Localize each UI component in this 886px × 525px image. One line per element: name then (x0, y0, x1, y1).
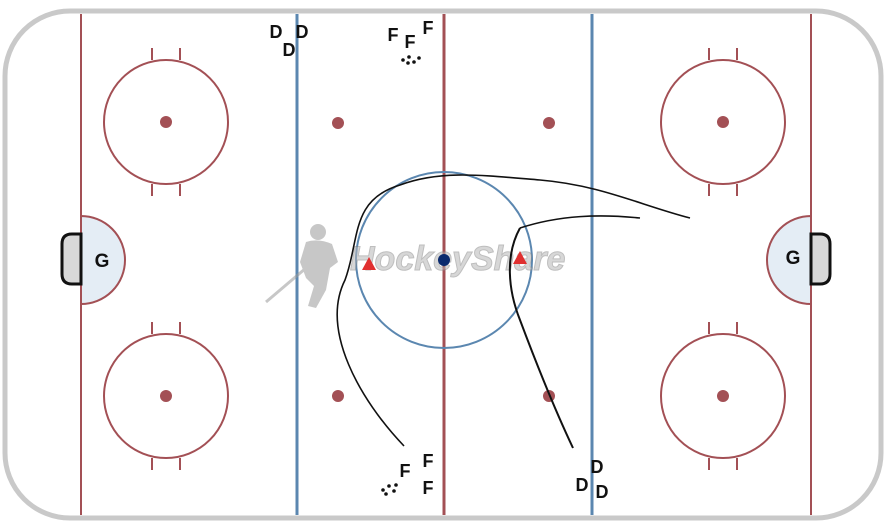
faceoff-circle-top-left (103, 48, 229, 196)
player-d-top-1: D (270, 22, 283, 42)
skating-path-2 (519, 215, 641, 229)
faceoff-dot (717, 116, 729, 128)
player-f-bottom-1: F (400, 461, 411, 481)
faceoff-circle-top-right (660, 48, 786, 196)
player-f-top-3: F (423, 18, 434, 38)
center-circle (355, 171, 533, 349)
hockey-player-silhouette-icon (265, 224, 338, 308)
player-d-top-2: D (296, 22, 309, 42)
neutral-dot-top-right (543, 117, 555, 129)
player-f-top-1: F (388, 25, 399, 45)
goal-net-left (60, 232, 83, 286)
faceoff-dot (717, 390, 729, 402)
puck-pile-top (401, 55, 421, 65)
cone-right (513, 251, 527, 264)
player-f-top-2: F (405, 32, 416, 52)
goal-crease-right (766, 214, 812, 306)
pass-path (508, 227, 574, 449)
faceoff-circle-bottom-left (103, 322, 229, 470)
neutral-dot-top-left (332, 117, 344, 129)
puck-pile-bottom (381, 483, 398, 496)
skating-path-1 (336, 174, 691, 447)
player-f-bottom-3: F (423, 478, 434, 498)
player-d-bottom-3: D (596, 482, 609, 502)
goal-net-right (809, 232, 832, 286)
faceoff-dot (160, 116, 172, 128)
goal-crease-left (80, 214, 126, 306)
goalie-left-label: G (95, 251, 110, 272)
player-d-bottom-1: D (591, 457, 604, 477)
center-puck (438, 254, 450, 266)
goalie-right-label: G (786, 248, 801, 269)
faceoff-dot (160, 390, 172, 402)
cone-left (362, 257, 376, 270)
faceoff-circle-bottom-right (660, 322, 786, 470)
player-f-bottom-2: F (423, 451, 434, 471)
neutral-dot-bottom-left (332, 390, 344, 402)
player-d-bottom-2: D (576, 475, 589, 495)
player-d-top-3: D (283, 40, 296, 60)
watermark: HockeyShare (265, 224, 566, 308)
watermark-text: HockeyShare (350, 240, 565, 278)
